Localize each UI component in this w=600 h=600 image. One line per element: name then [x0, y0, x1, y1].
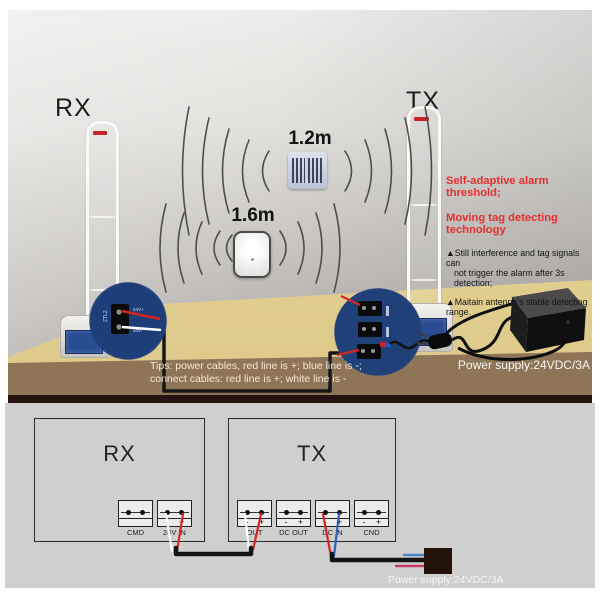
- dc-connector-red: [380, 342, 386, 347]
- terminal-label-cnd: CND: [363, 528, 380, 537]
- terminal-label-cmd: CMD: [126, 528, 145, 537]
- feature-headline-2: Moving tag detecting technology: [446, 212, 558, 236]
- feature-bullet-1: ▲Still interference and tag signals can: [446, 248, 580, 268]
- wave-arcs-1-2m: [181, 106, 433, 236]
- power-supply-label: Power supply:24VDC/3A: [457, 358, 590, 372]
- red-terminal-wire: [336, 348, 360, 357]
- photo-overlay-graphics: ZTL2 24V+ 24V-: [89, 106, 586, 393]
- distance-label-hard-tag: 1.6m: [231, 205, 275, 226]
- terminal-block-cmd: [118, 500, 153, 527]
- power-supply-label: Power supply:24VDC/3A: [388, 574, 504, 586]
- blue-wire: [332, 512, 341, 558]
- terminal-block-out: - +: [237, 500, 272, 527]
- terminal-block-dc-out: - +: [276, 500, 311, 527]
- tx-indicator-bar: [414, 117, 429, 121]
- wave-arcs-1-6m: [159, 203, 341, 293]
- feature-headline-1: Self-adaptive alarm threshold;: [446, 175, 549, 199]
- white-power-wire: [121, 325, 162, 332]
- red-wire: [175, 512, 185, 553]
- rx-tx-black-cable: [173, 545, 254, 557]
- tx-antenna-pedestal: [407, 106, 441, 339]
- wiring-diagram: RX TX - + CMD 24V IN - + - + - + - + OUT…: [0, 403, 600, 600]
- rx-board-zoom-inset: ZTL2 24V+ 24V-: [89, 282, 167, 360]
- red-wire: [251, 512, 263, 552]
- rx-pedestal-seam: [89, 289, 116, 291]
- barcode-gap: [305, 158, 308, 183]
- psu-black-cable: [329, 551, 427, 563]
- mains-plug: [427, 332, 453, 350]
- feature-bullet-1-line-2: not trigger the alarm after 3s detection…: [454, 268, 565, 288]
- tips-line-1: Tips: power cables, red line is +; blue …: [150, 360, 362, 372]
- eas-hard-tag: [233, 231, 271, 278]
- hard-tag-pin-dot: [250, 257, 254, 261]
- tx-board-zoom-inset: [334, 288, 422, 376]
- triangle-bullet-icon: ▲: [446, 248, 455, 258]
- diagram-background: [5, 403, 595, 588]
- rx-indicator-bar: [93, 131, 107, 135]
- power-supply-brick: [510, 288, 586, 352]
- white-wire: [243, 512, 251, 552]
- dc-connector-blue: [386, 343, 391, 347]
- tx-controller-box: TX: [228, 418, 396, 542]
- terminal-label-out: OUT: [246, 528, 263, 537]
- installation-photo: RX TX: [8, 10, 592, 403]
- diagram-wires: [164, 512, 452, 574]
- wiring-tips-text: Tips: power cables, red line is +; blue …: [150, 360, 362, 386]
- floor-dark-strip: [8, 395, 592, 403]
- feature-bullet-2: ▲Maitain antenna's stable detecting rang…: [446, 297, 588, 317]
- pcb-pin-label-bottom: 24V-: [133, 328, 143, 333]
- tx-pedestal-seam: [410, 204, 438, 206]
- tx-box-title: TX: [296, 441, 328, 466]
- terminal-label-dc-out: DC OUT: [279, 528, 308, 537]
- rx-pedestal-seam: [89, 216, 116, 218]
- red-terminal-wire: [340, 295, 361, 306]
- terminal-label-dc-in: DC IN: [322, 528, 343, 537]
- feature-text-block: Self-adaptive alarm threshold; Moving ta…: [446, 175, 592, 317]
- rx-box-title: RX: [103, 441, 136, 466]
- red-wire: [321, 512, 333, 558]
- rx-controller-box: RX: [34, 418, 205, 542]
- distance-label-barcode-tag: 1.2m: [288, 128, 332, 149]
- tx-pedestal-seam: [410, 279, 438, 281]
- barcode-soft-tag: [288, 152, 327, 189]
- pcb-silkscreen-text: ZTL2: [103, 310, 109, 322]
- terminal-label-24v-in: 24V IN: [163, 528, 186, 537]
- red-power-wire: [121, 309, 161, 321]
- white-wire: [164, 512, 174, 553]
- psu-block: [424, 548, 452, 574]
- triangle-bullet-icon: ▲: [446, 297, 455, 307]
- pcb-pin-label-top: 24V+: [133, 307, 144, 312]
- terminal-block-cnd: - +: [354, 500, 389, 527]
- tips-line-2: connect cables: red line is +; white lin…: [150, 373, 347, 385]
- rx-antenna-label: RX: [55, 94, 92, 122]
